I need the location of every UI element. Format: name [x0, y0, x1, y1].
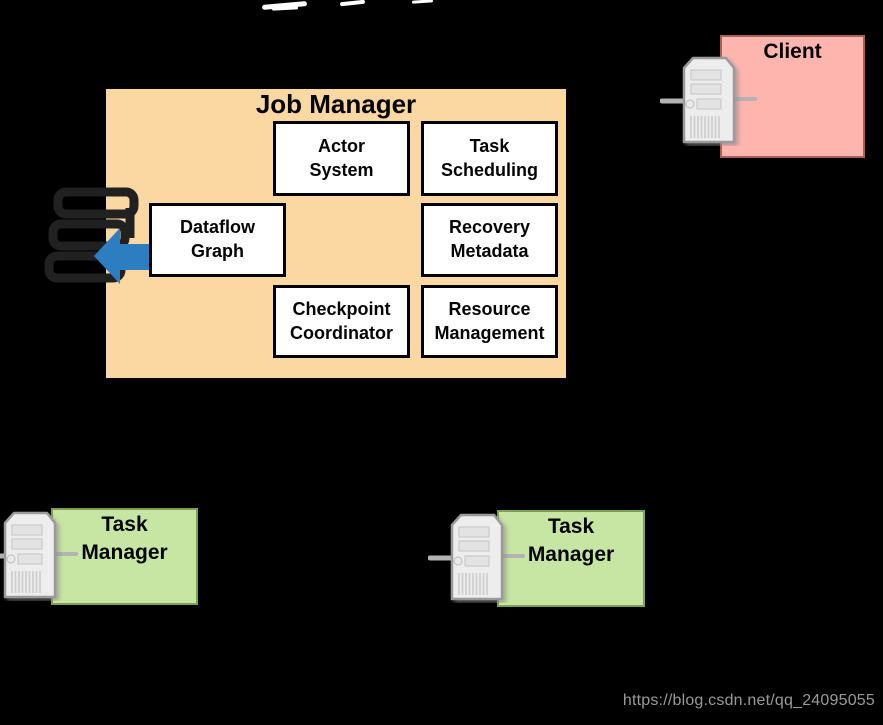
- component-label: Checkpoint Coordinator: [290, 298, 393, 343]
- server-tower-icon: [660, 56, 757, 144]
- component-label: Resource Management: [434, 298, 545, 343]
- component-box-recovery-metadata: Recovery Metadata: [421, 203, 558, 277]
- white-artifact-dash: [411, 0, 434, 4]
- task-manager-1-title: Task Manager: [81, 513, 168, 565]
- component-box-resource-management: Resource Management: [421, 285, 558, 358]
- server-tower-icon: [0, 511, 78, 599]
- component-label: Task Scheduling: [440, 135, 538, 180]
- component-box-actor-system: Actor System: [273, 121, 410, 196]
- left-arrow-icon: [94, 228, 150, 284]
- component-box-checkpoint-coordinator: Checkpoint Coordinator: [273, 285, 410, 358]
- task-manager-2-title: Task Manager: [527, 515, 615, 567]
- component-label: Actor System: [309, 135, 374, 180]
- task-manager-2-box: [497, 510, 645, 607]
- client-title: Client: [763, 40, 822, 63]
- watermark: https://blog.csdn.net/qq_24095055: [622, 692, 875, 709]
- server-tower-icon: [428, 513, 525, 601]
- component-box-task-scheduling: Task Scheduling: [421, 121, 558, 196]
- white-artifact-dash: [271, 6, 299, 11]
- dataflow-stack-icon: [44, 187, 139, 283]
- component-label: Dataflow Graph: [179, 217, 255, 261]
- white-artifact-dash: [339, 0, 366, 7]
- job-manager-title: Job Manager: [255, 89, 417, 119]
- component-label: Recovery Metadata: [448, 217, 531, 261]
- component-box-dataflow-graph: Dataflow Graph: [149, 203, 286, 277]
